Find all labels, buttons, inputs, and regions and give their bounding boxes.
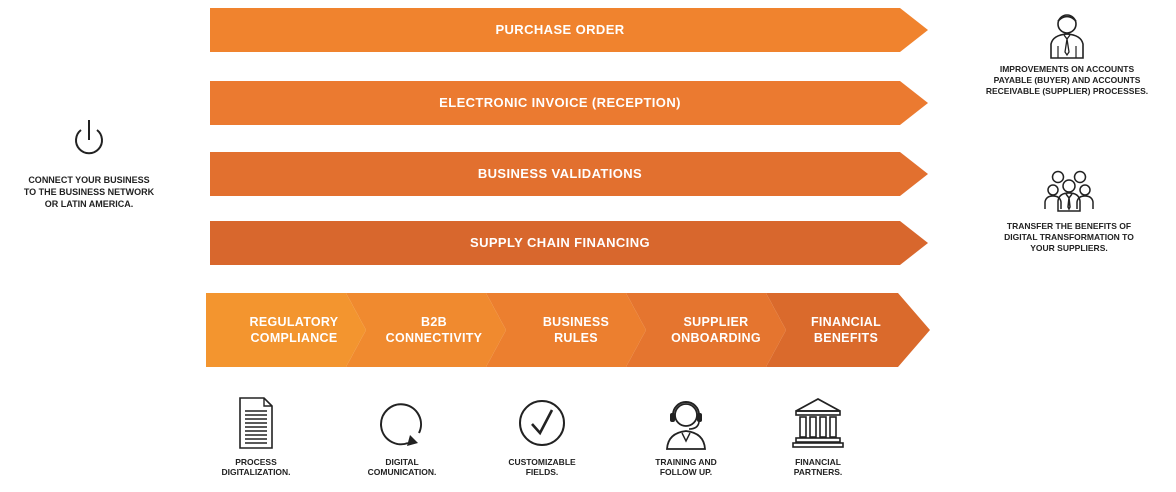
segment-line: COMPLIANCE bbox=[250, 331, 338, 345]
segment-line: RULES bbox=[554, 331, 598, 345]
text-line: IMPROVEMENTS ON ACCOUNTS bbox=[999, 64, 1135, 74]
segment-financial-benefits: FINANCIAL BENEFITS bbox=[786, 293, 906, 367]
arrow-business-validations: BUSINESS VALIDATIONS bbox=[210, 152, 930, 196]
supplier-benefits-block: TRANSFER THE BENEFITS OF DIGITAL TRANSFO… bbox=[964, 165, 1174, 254]
bottom-item-training-follow-up: TRAINING AND FOLLOW UP. bbox=[626, 395, 746, 477]
label-line: FINANCIAL bbox=[795, 457, 841, 467]
segment-line: CONNECTIVITY bbox=[385, 331, 483, 345]
bottom-item-financial-partners: FINANCIAL PARTNERS. bbox=[758, 395, 878, 477]
segment-line: B2B bbox=[421, 315, 447, 329]
team-icon bbox=[1044, 170, 1094, 212]
arrow-shape bbox=[210, 8, 928, 52]
refresh-circle-icon bbox=[380, 403, 422, 446]
arrow-shape bbox=[210, 81, 928, 125]
segment-line: ONBOARDING bbox=[671, 331, 761, 345]
text-line: TRANSFER THE BENEFITS OF bbox=[1006, 221, 1132, 231]
supplier-benefits-text: TRANSFER THE BENEFITS OF DIGITAL TRANSFO… bbox=[964, 221, 1174, 254]
accounts-improvement-block: IMPROVEMENTS ON ACCOUNTS PAYABLE (BUYER)… bbox=[962, 10, 1172, 97]
arrow-electronic-invoice: ELECTRONIC INVOICE (RECEPTION) bbox=[210, 81, 930, 125]
text-line: DIGITAL TRANSFORMATION TO bbox=[1004, 232, 1134, 242]
label-line: FIELDS. bbox=[525, 467, 559, 477]
segment-line: REGULATORY bbox=[249, 315, 339, 329]
connect-business-text: CONNECT YOUR BUSINESS TO THE BUSINESS NE… bbox=[4, 174, 174, 210]
text-line: OR LATIN AMERICA. bbox=[44, 199, 134, 209]
checkmark-circle-icon bbox=[519, 400, 565, 446]
segmented-arrow-shape bbox=[206, 293, 930, 367]
segment-regulatory-compliance: REGULATORY COMPLIANCE bbox=[224, 293, 364, 367]
segment-supplier-onboarding: SUPPLIER ONBOARDING bbox=[646, 293, 786, 367]
label-line: CUSTOMIZABLE bbox=[508, 457, 576, 467]
bottom-item-customizable-fields: CUSTOMIZABLE FIELDS. bbox=[482, 395, 602, 477]
arrow-label: PURCHASE ORDER bbox=[495, 22, 625, 37]
bottom-label: PROCESS DIGITALIZATION. bbox=[196, 457, 316, 477]
label-line: DIGITALIZATION. bbox=[221, 467, 291, 477]
segment-b2b-connectivity: B2B CONNECTIVITY bbox=[364, 293, 504, 367]
segment-line: BENEFITS bbox=[813, 331, 879, 345]
segment-line: FINANCIAL bbox=[810, 315, 882, 329]
bottom-item-digital-communication: DIGITAL COMUNICATION. bbox=[342, 395, 462, 477]
accounts-improvement-text: IMPROVEMENTS ON ACCOUNTS PAYABLE (BUYER)… bbox=[962, 64, 1172, 97]
arrow-supply-chain-financing: SUPPLY CHAIN FINANCING bbox=[210, 221, 930, 265]
bottom-label: TRAINING AND FOLLOW UP. bbox=[626, 457, 746, 477]
arrow-purchase-order: PURCHASE ORDER bbox=[210, 8, 930, 52]
arrow-label: BUSINESS VALIDATIONS bbox=[477, 166, 643, 181]
label-line: PROCESS bbox=[235, 457, 277, 467]
support-agent-icon bbox=[666, 401, 706, 450]
label-line: COMUNICATION. bbox=[367, 467, 437, 477]
segment-line: SUPPLIER bbox=[683, 315, 749, 329]
benefits-segmented-arrow: REGULATORY COMPLIANCE B2B CONNECTIVITY BUS… bbox=[206, 293, 932, 367]
label-line: FOLLOW UP. bbox=[659, 467, 713, 477]
label-line: TRAINING AND bbox=[655, 457, 717, 467]
power-icon bbox=[75, 120, 103, 155]
label-line: DIGITAL bbox=[385, 457, 419, 467]
document-icon bbox=[239, 397, 273, 449]
bottom-item-process-digitalization: PROCESS DIGITALIZATION. bbox=[196, 395, 316, 477]
arrow-shape bbox=[210, 152, 928, 196]
bank-icon bbox=[792, 397, 844, 448]
segment-business-rules: BUSINESS RULES bbox=[506, 293, 646, 367]
bottom-label: CUSTOMIZABLE FIELDS. bbox=[482, 457, 602, 477]
text-line: YOUR SUPPLIERS. bbox=[1030, 243, 1108, 253]
arrow-label: SUPPLY CHAIN FINANCING bbox=[470, 235, 650, 250]
segment-line: BUSINESS bbox=[542, 315, 610, 329]
connect-business-block: CONNECT YOUR BUSINESS TO THE BUSINESS NE… bbox=[4, 116, 174, 210]
businessman-icon bbox=[1050, 14, 1084, 59]
text-line: TO THE BUSINESS NETWORK bbox=[23, 187, 155, 197]
text-line: CONNECT YOUR BUSINESS bbox=[28, 175, 150, 185]
arrow-label: ELECTRONIC INVOICE (RECEPTION) bbox=[439, 95, 681, 110]
bottom-label: DIGITAL COMUNICATION. bbox=[342, 457, 462, 477]
arrow-shape bbox=[210, 221, 928, 265]
label-line: PARTNERS. bbox=[793, 467, 843, 477]
text-line: RECEIVABLE (SUPPLIER) PROCESSES. bbox=[985, 86, 1149, 96]
bottom-label: FINANCIAL PARTNERS. bbox=[758, 457, 878, 477]
text-line: PAYABLE (BUYER) AND ACCOUNTS bbox=[993, 75, 1141, 85]
